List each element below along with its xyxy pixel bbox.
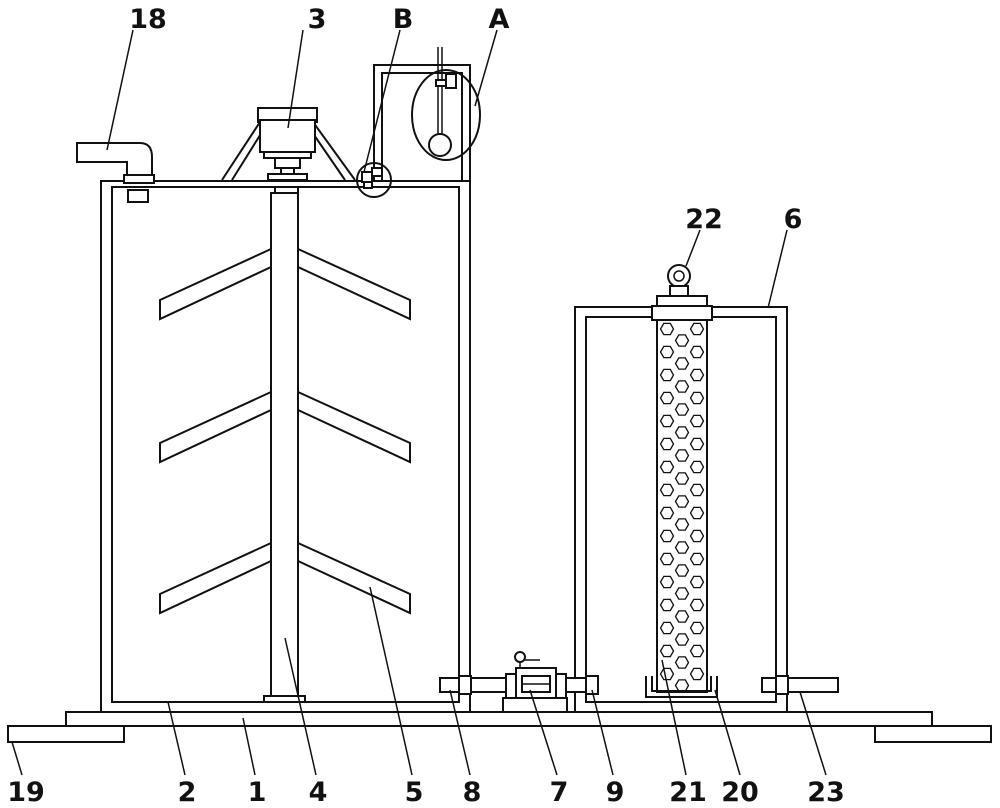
filter-hole bbox=[689, 437, 705, 451]
label-a: A bbox=[489, 4, 510, 35]
left-foot bbox=[7, 725, 125, 743]
base-plate bbox=[65, 711, 933, 727]
label-1: 1 bbox=[248, 777, 267, 808]
label-4: 4 bbox=[309, 777, 328, 808]
filter-hole bbox=[674, 679, 690, 692]
filter-hole bbox=[674, 541, 690, 554]
label-3: 3 bbox=[308, 4, 327, 35]
label-b: B bbox=[393, 4, 414, 35]
filter-hole bbox=[674, 357, 690, 370]
filter-hole bbox=[659, 506, 675, 520]
filter-hole bbox=[674, 587, 690, 600]
filter-hole bbox=[659, 414, 675, 428]
filter-hole bbox=[674, 472, 690, 485]
filter-hole bbox=[659, 529, 675, 543]
label-23: 23 bbox=[807, 777, 845, 808]
filter-hole bbox=[689, 460, 705, 474]
filter-hole bbox=[659, 437, 675, 451]
filter-hole bbox=[674, 564, 690, 577]
label-9: 9 bbox=[606, 777, 625, 808]
label-21: 21 bbox=[669, 777, 707, 808]
filter-hole bbox=[659, 621, 675, 635]
detail-b-circle bbox=[356, 162, 392, 198]
filter-hole bbox=[674, 426, 690, 439]
filter-hole bbox=[689, 368, 705, 382]
filter-hole bbox=[689, 506, 705, 520]
filter-hole bbox=[674, 495, 690, 508]
filter-hole bbox=[659, 575, 675, 589]
pipe-9 bbox=[565, 675, 599, 695]
pump-7 bbox=[502, 651, 568, 713]
motor-assembly bbox=[221, 107, 356, 181]
filter-hole bbox=[674, 633, 690, 646]
label-20: 20 bbox=[721, 777, 759, 808]
filter-hole bbox=[674, 656, 690, 669]
filter-hole bbox=[689, 644, 705, 658]
label-8: 8 bbox=[463, 777, 482, 808]
filter-hole bbox=[689, 345, 705, 359]
inlet-pipe bbox=[76, 142, 155, 203]
filter-hole bbox=[689, 483, 705, 497]
leader-lines bbox=[11, 29, 827, 776]
filter-hole bbox=[689, 621, 705, 635]
filter-hole bbox=[674, 403, 690, 416]
filter-hole bbox=[689, 322, 705, 336]
filter-hole bbox=[659, 598, 675, 612]
filter-hole bbox=[674, 610, 690, 623]
filter-hole bbox=[659, 483, 675, 497]
filter-hole bbox=[689, 598, 705, 612]
label-18: 18 bbox=[129, 4, 167, 35]
filter-hole bbox=[689, 552, 705, 566]
label-19: 19 bbox=[7, 777, 45, 808]
filter-hole bbox=[689, 575, 705, 589]
filter-hole bbox=[674, 518, 690, 531]
stirring-shaft bbox=[263, 186, 306, 703]
filter-hole bbox=[674, 334, 690, 347]
filter-hole bbox=[689, 529, 705, 543]
label-6: 6 bbox=[784, 204, 803, 235]
filter-hole bbox=[659, 552, 675, 566]
filter-hole bbox=[689, 414, 705, 428]
filter-hole bbox=[674, 449, 690, 462]
filter-hole bbox=[659, 644, 675, 658]
filter-hole bbox=[659, 368, 675, 382]
filter-hole bbox=[689, 391, 705, 405]
filter-hole bbox=[689, 667, 705, 681]
filter-hole bbox=[659, 391, 675, 405]
float-box bbox=[373, 47, 481, 182]
filter-hole bbox=[659, 345, 675, 359]
outlet-pipe-23 bbox=[761, 675, 839, 695]
lifting-ring bbox=[667, 264, 691, 288]
filter-cartridge bbox=[651, 264, 713, 693]
filter-hole bbox=[674, 380, 690, 393]
label-5: 5 bbox=[405, 777, 424, 808]
label-22: 22 bbox=[685, 204, 723, 235]
valve-b bbox=[356, 162, 392, 198]
right-foot bbox=[874, 725, 992, 743]
filter-hole bbox=[659, 460, 675, 474]
filter-hole bbox=[659, 667, 675, 681]
label-7: 7 bbox=[550, 777, 569, 808]
cartridge-bracket bbox=[645, 676, 718, 698]
stirring-blades bbox=[159, 247, 411, 615]
filter-hole bbox=[659, 322, 675, 336]
detail-a-circle bbox=[411, 69, 481, 161]
label-2: 2 bbox=[178, 777, 197, 808]
